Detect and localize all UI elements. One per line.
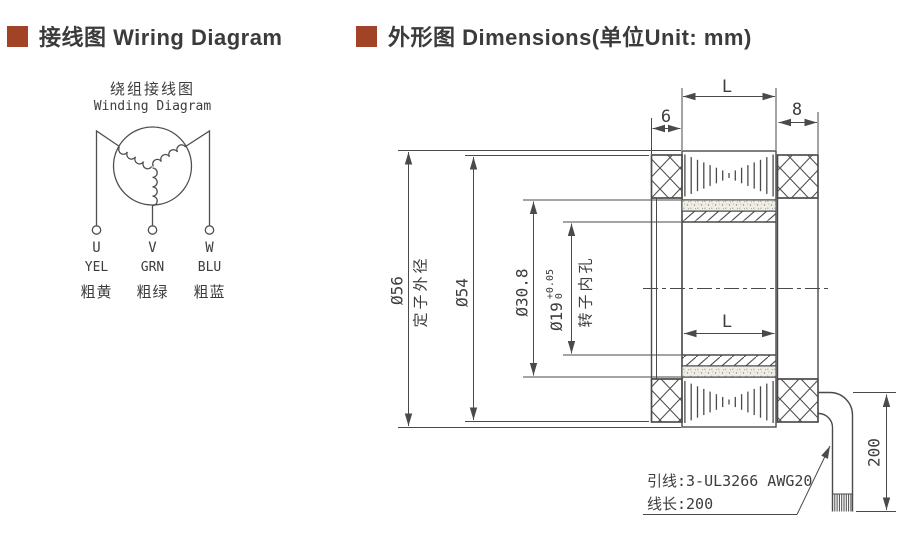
wiring-section-title: 接线图 Wiring Diagram [39,25,283,50]
dim-rotor-bore-tolerance: +0.05 0 [545,269,565,300]
dim-rotor-bore-caption: 转子内孔 [576,255,595,328]
terminal-u-color-code: YEL [84,260,109,275]
winding-lead-lines [95,129,211,226]
lead-wire-note-line2: 线长:200 [647,495,714,513]
section-bullet-icon [356,25,377,47]
dim-wire-length: 200 [864,438,884,467]
terminal-v-label: V [148,240,157,256]
terminal-circles [91,225,215,235]
terminal-v-color-code: GRN [140,260,165,275]
section-bullet-icon [7,25,28,47]
dim-rotor-bore-value: Ø19 [546,302,566,332]
dim-stator-od-caption: 定子外径 [411,255,430,328]
dim-stator-od-value: Ø56 [387,276,407,305]
lead-wire-note-line1: 引线:3-UL3266 AWG20 [647,472,813,490]
extension-lines [398,88,896,512]
dim-end-right: 8 [791,100,803,120]
dim-stack-length-top: L [721,77,733,97]
dimension-lines [404,92,891,510]
wire-fray-strands [834,494,852,512]
terminal-w-label: W [205,240,214,256]
dim-stack-length-mid: L [721,312,733,332]
dim-54-value: Ø54 [452,278,472,307]
dim-308-value: Ø30.8 [512,268,532,317]
dim-rotor-bore: Ø19 +0.05 0 [545,262,567,338]
winding-title-zh: 绕组接线图 [109,80,195,98]
terminal-u-label: U [92,240,101,256]
stator-section-drawing [398,88,896,515]
left-end-column [650,154,683,423]
lead-wire [818,391,854,512]
terminal-w-color-code: BLU [197,260,222,275]
tolerance-lower: 0 [554,293,565,300]
terminal-w-color-zh: 粗蓝 [193,283,226,301]
right-end-column [776,154,819,423]
winding-title-en: Winding Diagram [93,99,212,114]
note-leader [643,445,831,515]
wiring-section-header: 接线图 Wiring Diagram [7,20,283,52]
winding-hatch-top [684,154,774,197]
dimensions-section-header: 外形图 Dimensions(单位Unit: mm) [356,20,752,52]
stack-column [681,150,777,428]
terminal-u-color-zh: 粗黄 [80,283,113,301]
terminal-v-color-zh: 粗绿 [136,283,169,301]
winding-hatch-bottom [684,381,774,423]
dimensions-section-title: 外形图 Dimensions(单位Unit: mm) [388,25,752,50]
dim-end-left: 6 [660,107,672,127]
winding-diagram [91,126,215,235]
